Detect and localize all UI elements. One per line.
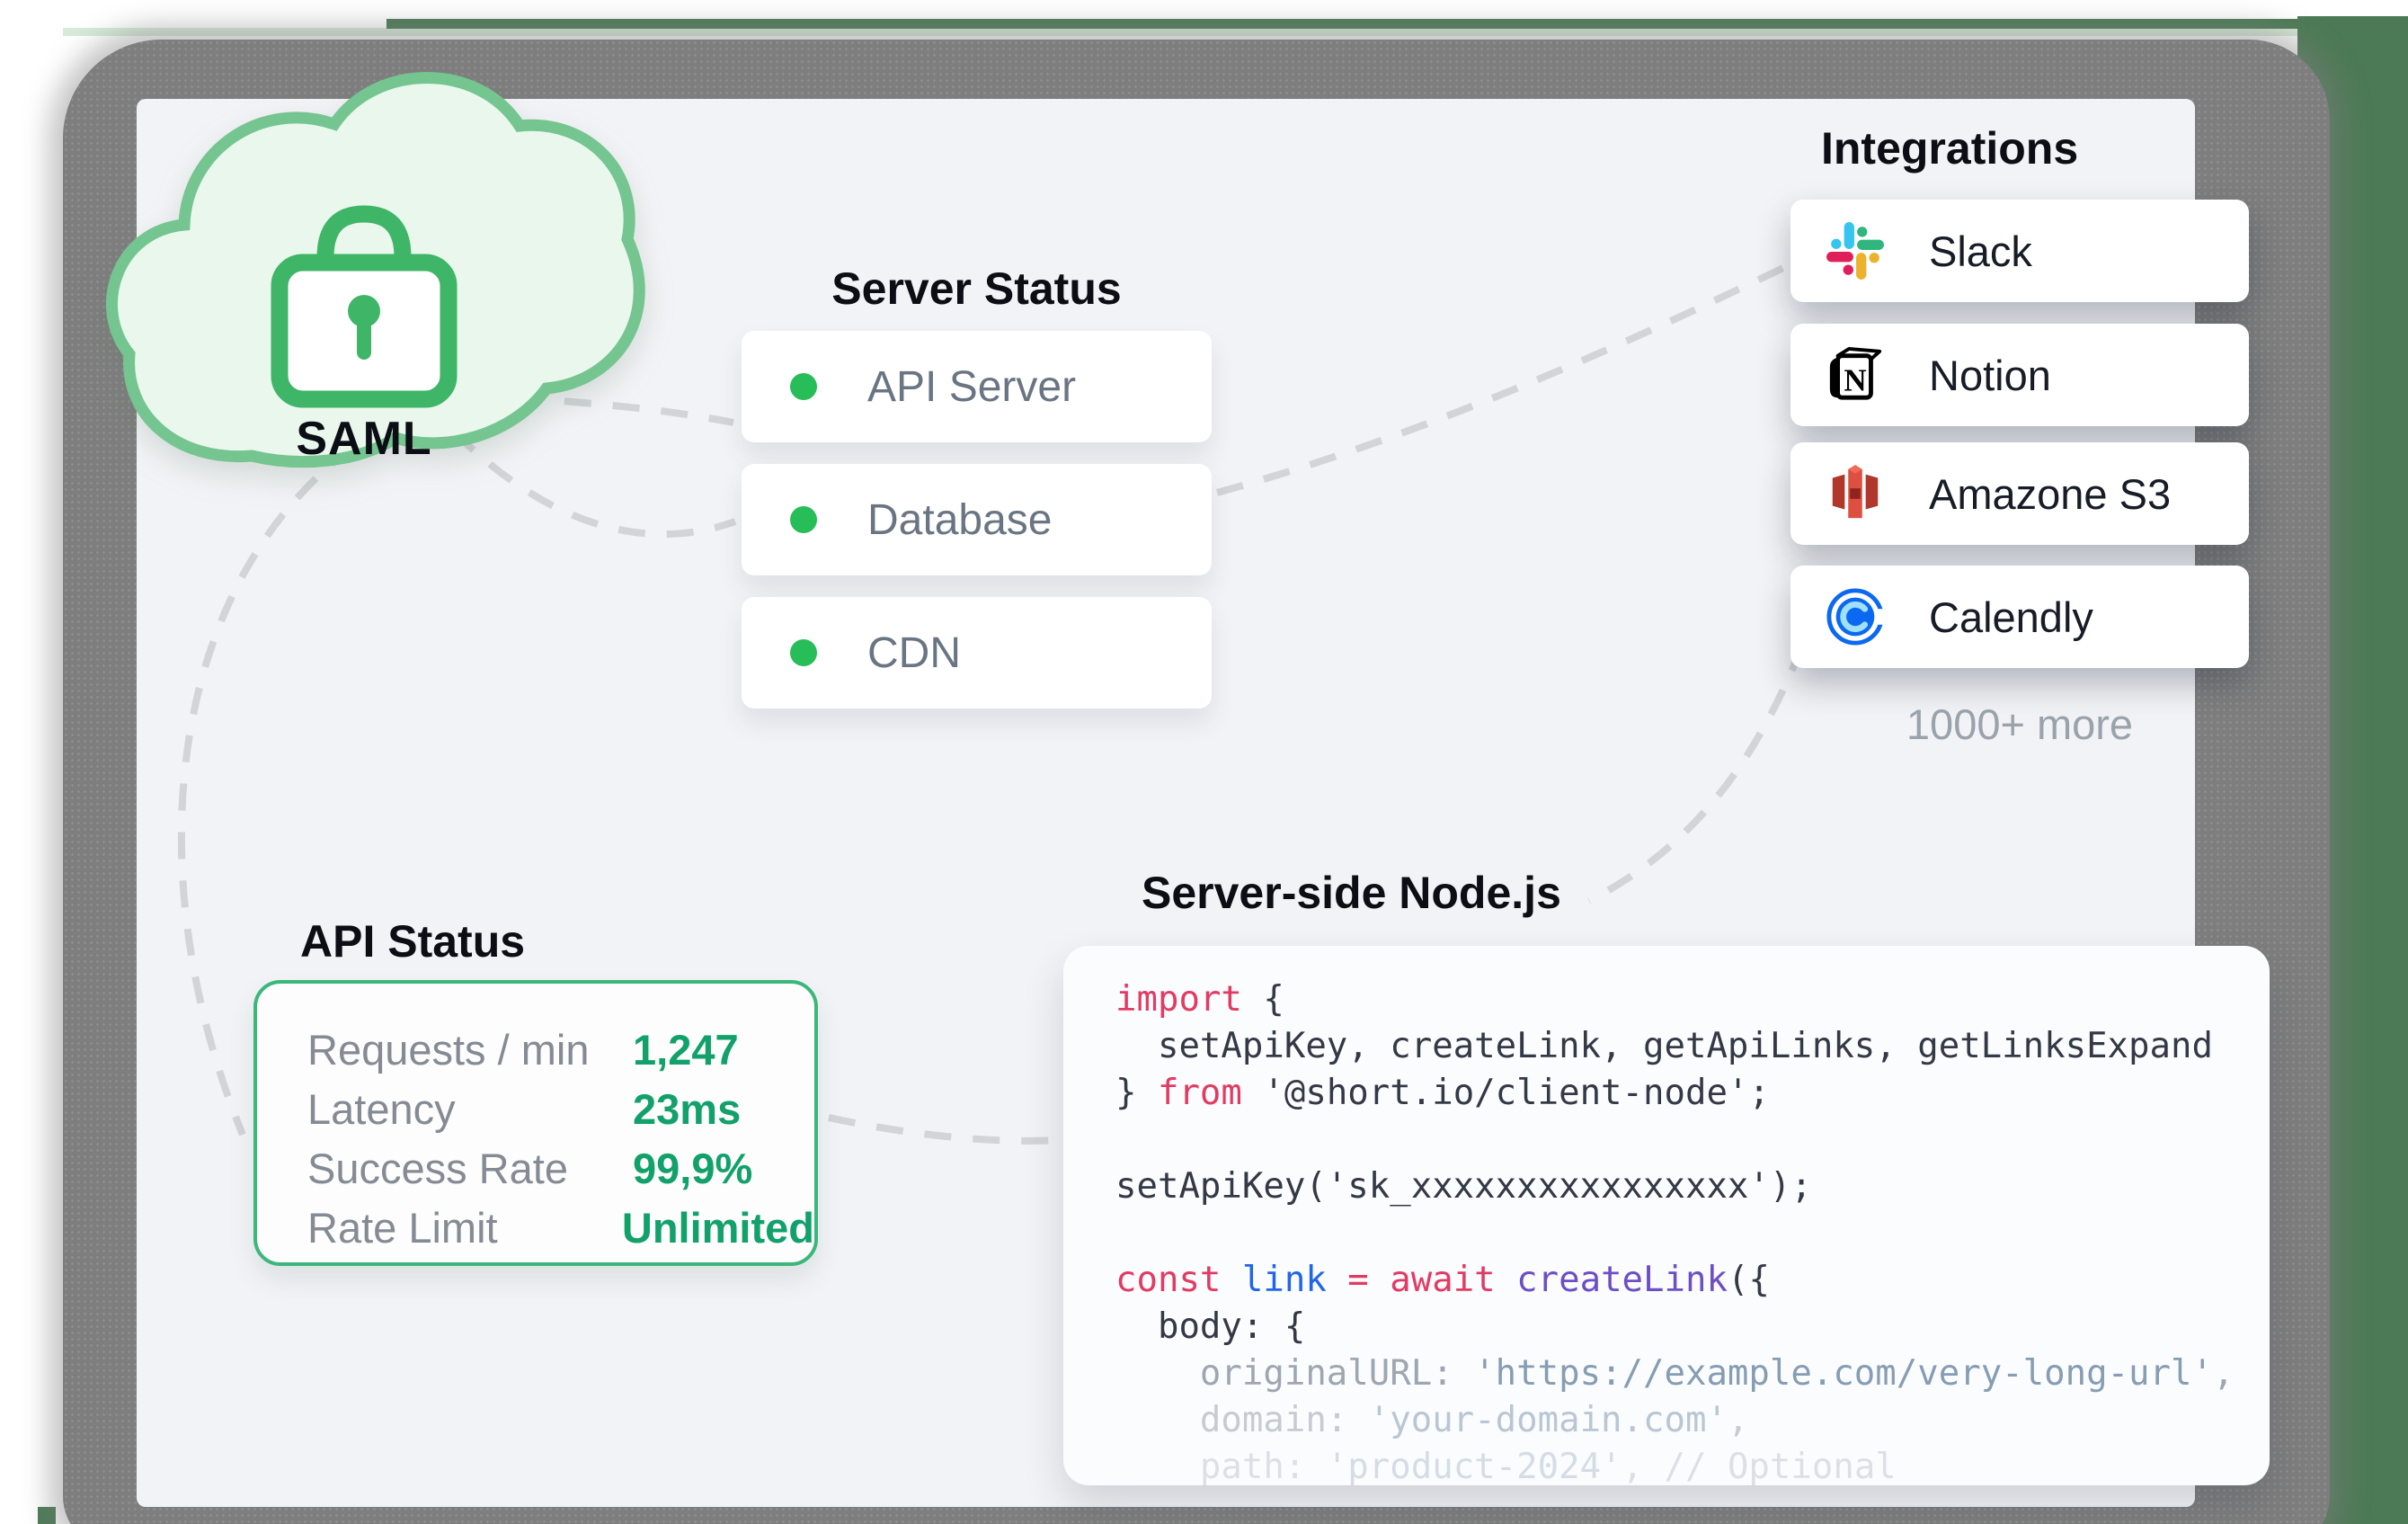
saml-label: SAML <box>296 413 432 465</box>
integration-label: Slack <box>1929 227 2032 275</box>
api-status-row: Success Rate 99,9% <box>307 1138 814 1198</box>
api-status-row: Latency 23ms <box>307 1079 814 1138</box>
integrations-more-label: 1000+ more <box>1906 700 2134 748</box>
code-block: import { setApiKey, createLink, getApiLi… <box>1063 946 2270 1485</box>
server-status-item-label: API Server <box>867 362 1077 411</box>
calendly-icon <box>1825 586 1886 647</box>
api-status-row-label: Requests / min <box>307 1025 590 1074</box>
api-status-row-label: Latency <box>307 1084 456 1133</box>
api-status-row-value: 99,9% <box>633 1144 753 1192</box>
hero-background-corner <box>38 1507 56 1524</box>
api-status-title: API Status <box>300 916 526 967</box>
integration-item-slack[interactable]: Slack <box>1790 200 2249 302</box>
integration-label: Calendly <box>1929 593 2093 641</box>
amazon-s3-icon <box>1825 463 1886 524</box>
green-dot-icon <box>790 506 817 533</box>
hero-background-strip <box>387 19 2408 29</box>
api-status-row: Rate Limit Unlimited <box>307 1198 814 1257</box>
server-status-title: Server Status <box>831 263 1122 314</box>
integration-label: Notion <box>1929 351 2051 399</box>
api-status-row-label: Success Rate <box>307 1144 568 1192</box>
api-status-row: Requests / min 1,247 <box>307 1020 814 1079</box>
slack-icon <box>1825 220 1886 281</box>
green-dot-icon <box>790 639 817 666</box>
integration-label: Amazone S3 <box>1929 469 2172 518</box>
api-status-row-label: Rate Limit <box>307 1203 498 1252</box>
integrations-title: Integrations <box>1821 123 2079 174</box>
api-status-row-value: 23ms <box>633 1084 742 1133</box>
svg-text:N: N <box>1844 362 1866 397</box>
server-status-item-api-server[interactable]: API Server <box>742 331 1212 442</box>
notion-icon: N <box>1825 344 1886 406</box>
server-status-item-cdn[interactable]: CDN <box>742 597 1212 709</box>
server-status-item-label: CDN <box>867 628 961 677</box>
api-status-card: Requests / min 1,247 Latency 23ms Succes… <box>253 980 818 1266</box>
server-status-item-database[interactable]: Database <box>742 464 1212 575</box>
hero-background-strip-light <box>63 28 2408 36</box>
code-block-title: Server-side Node.js <box>1142 868 1561 918</box>
integration-item-calendly[interactable]: Calendly <box>1790 566 2249 668</box>
lock-icon <box>271 205 458 408</box>
saml-cloud <box>90 47 652 478</box>
integration-item-amazon-s3[interactable]: Amazone S3 <box>1790 442 2249 545</box>
code-lines: import { setApiKey, createLink, getApiLi… <box>1115 979 2235 1485</box>
api-status-row-value: Unlimited <box>621 1203 814 1252</box>
server-status-item-label: Database <box>867 495 1053 544</box>
integration-item-notion[interactable]: N Notion <box>1790 324 2249 426</box>
green-dot-icon <box>790 373 817 400</box>
api-status-row-value: 1,247 <box>633 1025 739 1074</box>
